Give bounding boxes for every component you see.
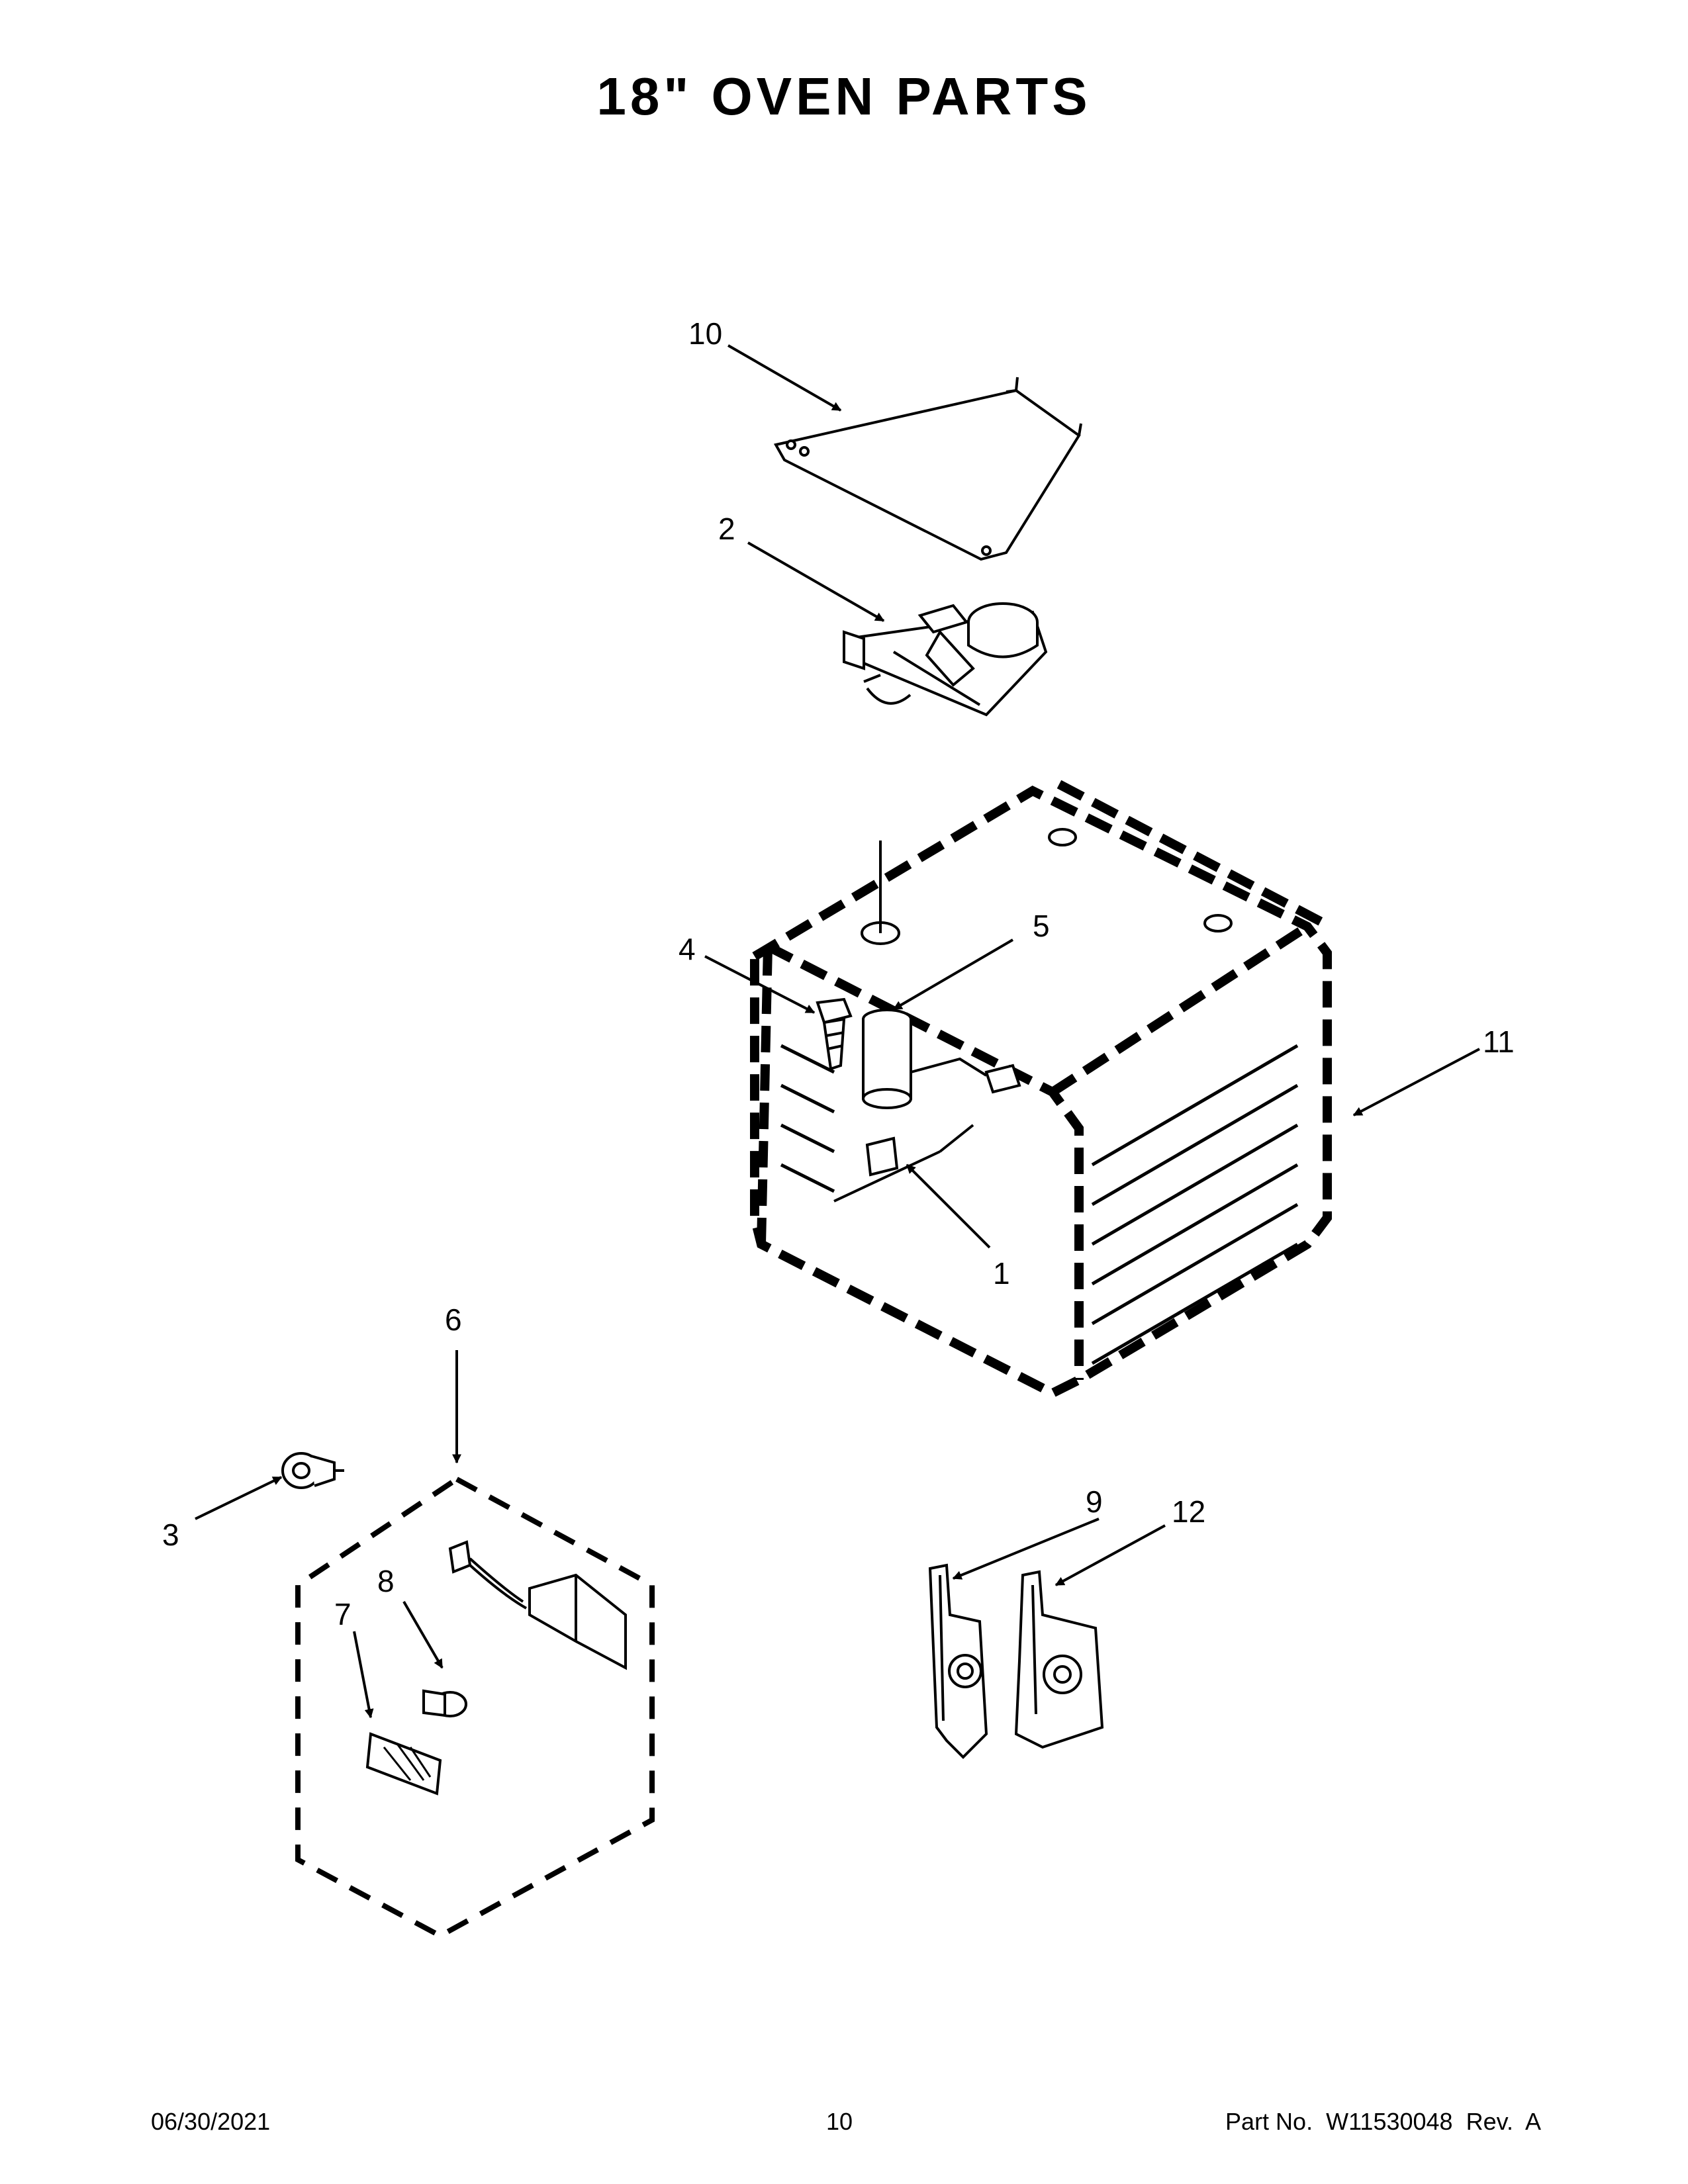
part-number: W11530048 bbox=[1326, 2108, 1453, 2135]
callout-4: 4 bbox=[679, 932, 696, 966]
part-6-wire-harness bbox=[448, 1540, 627, 1670]
part-6-light-kit-outline bbox=[295, 1476, 655, 1939]
callout-3: 3 bbox=[162, 1518, 179, 1552]
leader-11 bbox=[1352, 1048, 1480, 1116]
footer-part-number: Part No. W11530048 Rev. A bbox=[1225, 2108, 1541, 2136]
callout-10: 10 bbox=[688, 316, 722, 351]
leader-3 bbox=[195, 1476, 283, 1520]
part-11-top-fittings bbox=[861, 828, 1233, 945]
part-3-switch bbox=[281, 1452, 344, 1489]
callout-8: 8 bbox=[377, 1564, 395, 1598]
part-7-lens bbox=[365, 1732, 442, 1796]
callout-12: 12 bbox=[1172, 1494, 1205, 1529]
part-9-hinge bbox=[928, 1563, 988, 1759]
part-11-oven-cavity bbox=[750, 780, 1332, 1398]
leader-1 bbox=[906, 1163, 991, 1249]
part-1-sensor-probe bbox=[833, 1124, 974, 1203]
part-10-shield-plate bbox=[773, 377, 1082, 561]
part-11-rack-guides bbox=[780, 1044, 1299, 1365]
leader-12 bbox=[1055, 1524, 1166, 1586]
callout-1: 1 bbox=[993, 1256, 1010, 1291]
callout-labels: 10 2 4 5 1 11 6 3 8 7 9 12 bbox=[162, 316, 1515, 1631]
leader-2 bbox=[747, 541, 885, 622]
leader-7 bbox=[353, 1631, 374, 1719]
leader-4 bbox=[704, 955, 816, 1014]
leader-8 bbox=[402, 1600, 444, 1669]
part-label: Part No. bbox=[1225, 2108, 1313, 2135]
part-4-screw bbox=[816, 997, 853, 1071]
page-title: 18" OVEN PARTS bbox=[596, 67, 1092, 126]
leader-10 bbox=[727, 344, 842, 412]
part-12-hinge bbox=[1014, 1570, 1104, 1749]
callout-11: 11 bbox=[1483, 1024, 1515, 1059]
leader-lines bbox=[195, 344, 1480, 1719]
callout-5: 5 bbox=[1033, 909, 1050, 943]
footer-date: 06/30/2021 bbox=[151, 2108, 271, 2135]
callout-2: 2 bbox=[718, 512, 735, 546]
part-5-light-socket bbox=[862, 1009, 1021, 1109]
part-8-bulb bbox=[422, 1689, 467, 1717]
callout-6: 6 bbox=[445, 1302, 462, 1337]
part-2-latch-motor-assembly bbox=[843, 602, 1048, 717]
callout-9: 9 bbox=[1086, 1484, 1103, 1519]
callout-7: 7 bbox=[334, 1597, 352, 1631]
leader-9 bbox=[952, 1518, 1100, 1580]
leader-5 bbox=[892, 938, 1014, 1011]
rev-value: A bbox=[1524, 2108, 1541, 2135]
rev-label: Rev. bbox=[1466, 2108, 1513, 2135]
footer-page-number: 10 bbox=[826, 2108, 853, 2135]
